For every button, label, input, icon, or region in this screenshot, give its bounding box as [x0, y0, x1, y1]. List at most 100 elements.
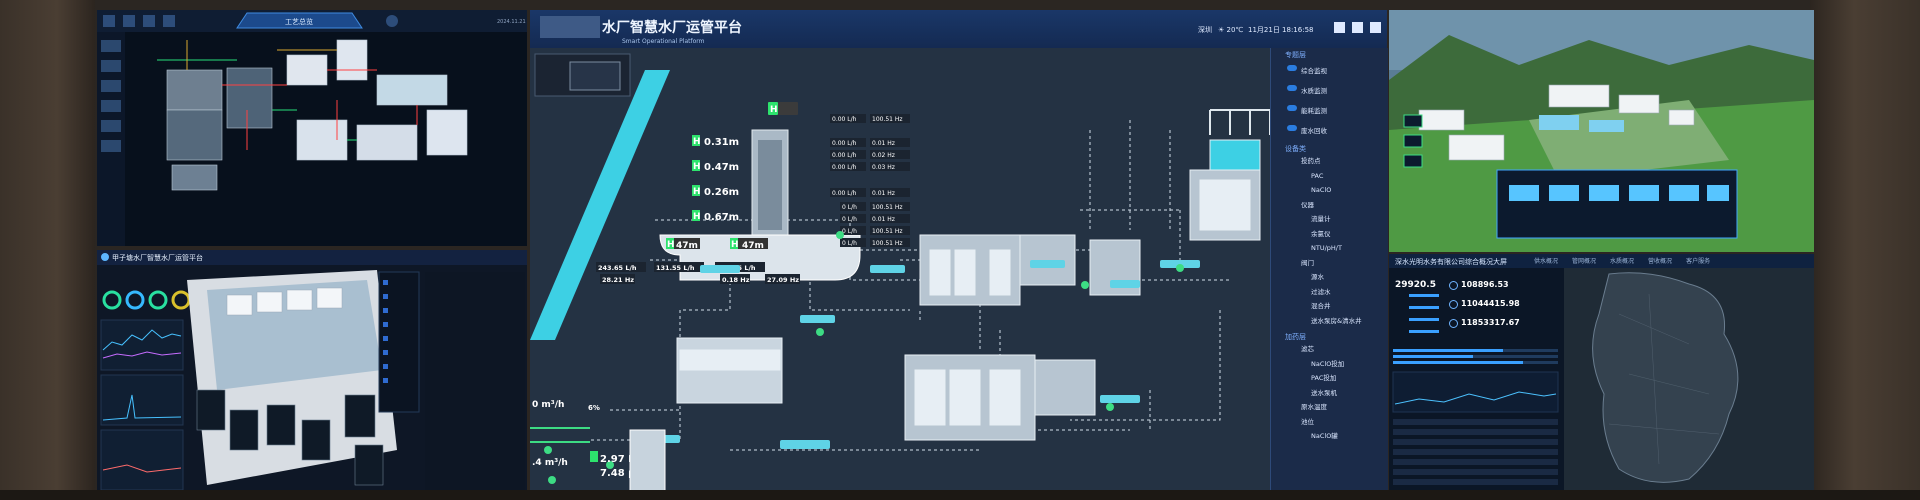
toggle-instruments[interactable]: 仪器 [1301, 200, 1314, 209]
screen-company-overview: 深水光明水务有限公司综合概况大屏 供水概况 管网概况 水质概况 营收概况 客户服… [1389, 254, 1814, 494]
toggle-wastewater[interactable]: 废水回收 [1271, 120, 1388, 140]
freq-1: 28.21 Hz [602, 276, 634, 284]
datetime-label: 11月21日 18:16:58 [1248, 26, 1313, 34]
svg-text:100.51 Hz: 100.51 Hz [872, 204, 903, 211]
svg-text:H: H [667, 240, 675, 250]
toggle-water-quality[interactable]: 水质监测 [1271, 80, 1388, 100]
kpi-3: 11853317.67 [1449, 318, 1549, 328]
toggle-comprehensive[interactable]: 综合监视 [1271, 60, 1388, 80]
group-label-devices: 设备类 [1285, 145, 1306, 153]
monitor-icon[interactable] [123, 15, 135, 27]
room-floor [0, 490, 1920, 500]
toggle-filtered-water[interactable]: 过滤水 [1311, 287, 1331, 296]
process-flow-popup[interactable] [1496, 169, 1738, 239]
toggle-pump-room[interactable]: 送水泵房&清水井 [1311, 316, 1362, 325]
toggle-raw-water[interactable]: 源水 [1311, 273, 1324, 281]
city-label: 深圳 [1198, 25, 1212, 34]
freq-3: 27.09 Hz [767, 276, 799, 284]
clock-text: 2024.11.21 [497, 19, 526, 25]
toggle-pac-dosing[interactable]: PAC投加 [1311, 374, 1337, 382]
screen-jiazitang-dashboard: 甲子塘水厂智慧水厂运管平台 [97, 250, 527, 495]
settings-icon[interactable] [163, 15, 175, 27]
toggle-naclo-dosing[interactable]: NaClO投加 [1311, 359, 1345, 368]
tab-process-overview[interactable]: 工艺总览 [285, 17, 313, 26]
group-label-dosing: 加药层 [1285, 333, 1306, 341]
svg-text:0.01 Hz: 0.01 Hz [872, 216, 895, 223]
tank-level-1: 47m [676, 241, 698, 251]
kpi-1: 108896.53 [1449, 280, 1549, 290]
toggle-ntu-ph[interactable]: NTU/pH/T [1311, 244, 1342, 252]
logo-blurred [540, 16, 600, 38]
tab-network[interactable]: 管网概况 [1572, 258, 1597, 265]
svg-text:0.00 L/h: 0.00 L/h [832, 140, 857, 147]
flow-rate-1: 0 m³/h [532, 400, 564, 410]
svg-text:H: H [693, 187, 701, 197]
grid-icon[interactable] [1334, 22, 1345, 33]
svg-text:H: H [693, 212, 701, 222]
user-icon[interactable] [1352, 22, 1363, 33]
toggle-raw-temp[interactable]: 原水温度 [1301, 403, 1327, 411]
svg-text:100.51 Hz: 100.51 Hz [872, 240, 903, 247]
tab-revenue[interactable]: 营收概况 [1648, 258, 1673, 265]
toggle-pac[interactable]: PAC [1311, 171, 1324, 180]
svg-text:0.00 L/h: 0.00 L/h [832, 164, 857, 171]
level-3: 0.26m [704, 187, 739, 198]
globe-icon[interactable] [386, 15, 398, 27]
toggle-chlorine[interactable]: 余氯仪 [1311, 229, 1331, 238]
svg-text:100.51 Hz: 100.51 Hz [872, 116, 903, 123]
tab-quality[interactable]: 水质概况 [1610, 258, 1635, 265]
tab-supply[interactable]: 供水概况 [1534, 258, 1559, 265]
logout-icon[interactable] [1370, 22, 1381, 33]
room-wall-left [0, 0, 95, 500]
toggle-delivery-pump[interactable]: 送水泵机 [1311, 388, 1337, 397]
page-subtitle: Smart Operational Platform [622, 38, 705, 45]
page-title: 水厂智慧水厂运管平台 [602, 19, 742, 36]
percent-label: 6% [588, 404, 600, 412]
toggle-flowmeter[interactable]: 流量计 [1311, 215, 1331, 223]
dashboard-title: 甲子塘水厂智慧水厂运管平台 [112, 253, 203, 262]
plant-minimap[interactable] [569, 61, 621, 91]
toggle-energy[interactable]: 能耗监测 [1271, 100, 1388, 120]
room-wall-right [1810, 0, 1920, 500]
svg-text:H: H [770, 105, 778, 115]
toggle-valves[interactable]: 阀门 [1301, 258, 1314, 267]
ph-reading: 7.48 pH [600, 468, 644, 479]
level-2: 0.47m [704, 162, 739, 173]
district-map[interactable] [1592, 272, 1739, 483]
left-kpi: 29920.5 [1395, 280, 1436, 290]
turbidity-reading: 2.97 NTU [600, 454, 651, 465]
svg-text:0 L/h: 0 L/h [842, 204, 857, 211]
svg-text:0 L/h: 0 L/h [842, 228, 857, 235]
svg-text:H: H [693, 137, 701, 147]
tab-service[interactable]: 客户服务 [1686, 258, 1711, 265]
toggle-naclo-tank[interactable]: NaClO罐 [1311, 432, 1338, 440]
river-channel [530, 70, 670, 340]
home-icon[interactable] [103, 15, 115, 27]
toggle-mixing-well[interactable]: 混合井 [1311, 302, 1331, 310]
freq-2: 0.18 Hz [722, 276, 750, 284]
svg-text:0.00 L/h: 0.00 L/h [832, 190, 857, 197]
flow-2: 131.55 L/h [656, 264, 695, 272]
svg-text:100.51 Hz: 100.51 Hz [872, 228, 903, 235]
flow-rate-2: .4 m³/h [532, 458, 568, 468]
toggle-dosing-point[interactable]: 投药点 [1301, 157, 1321, 165]
svg-text:H: H [693, 162, 701, 172]
svg-text:0.00 L/h: 0.00 L/h [832, 152, 857, 159]
toggle-naclo[interactable]: NaClO [1311, 186, 1332, 194]
svg-text:0.02 Hz: 0.02 Hz [872, 152, 895, 159]
svg-text:0.01 Hz: 0.01 Hz [872, 190, 895, 197]
screen-main-scada: 水厂智慧水厂运管平台 Smart Operational Platform 深圳… [530, 10, 1387, 495]
dosing-tank[interactable] [629, 429, 666, 495]
group-label-topics: 专题层 [1285, 51, 1306, 59]
toggle-filter-core[interactable]: 滤芯 [1301, 345, 1314, 353]
level-1: 0.31m [704, 137, 739, 148]
flow-1: 243.65 L/h [598, 264, 637, 272]
svg-text:0 L/h: 0 L/h [842, 240, 857, 247]
screen-process-overview: 工艺总览 2024.11.21 [97, 10, 527, 246]
screen-3d-plant [1389, 10, 1814, 252]
chart-icon[interactable] [143, 15, 155, 27]
toggle-pool-level[interactable]: 池位 [1301, 417, 1314, 426]
svg-text:0.00 L/h: 0.00 L/h [832, 116, 857, 123]
layer-sidebar: 专题层 综合监视 水质监测 能耗监测 废水回收 设备类 投药点 PAC NaCl… [1270, 48, 1388, 495]
weather-label: ☀ 20℃ [1218, 26, 1243, 34]
